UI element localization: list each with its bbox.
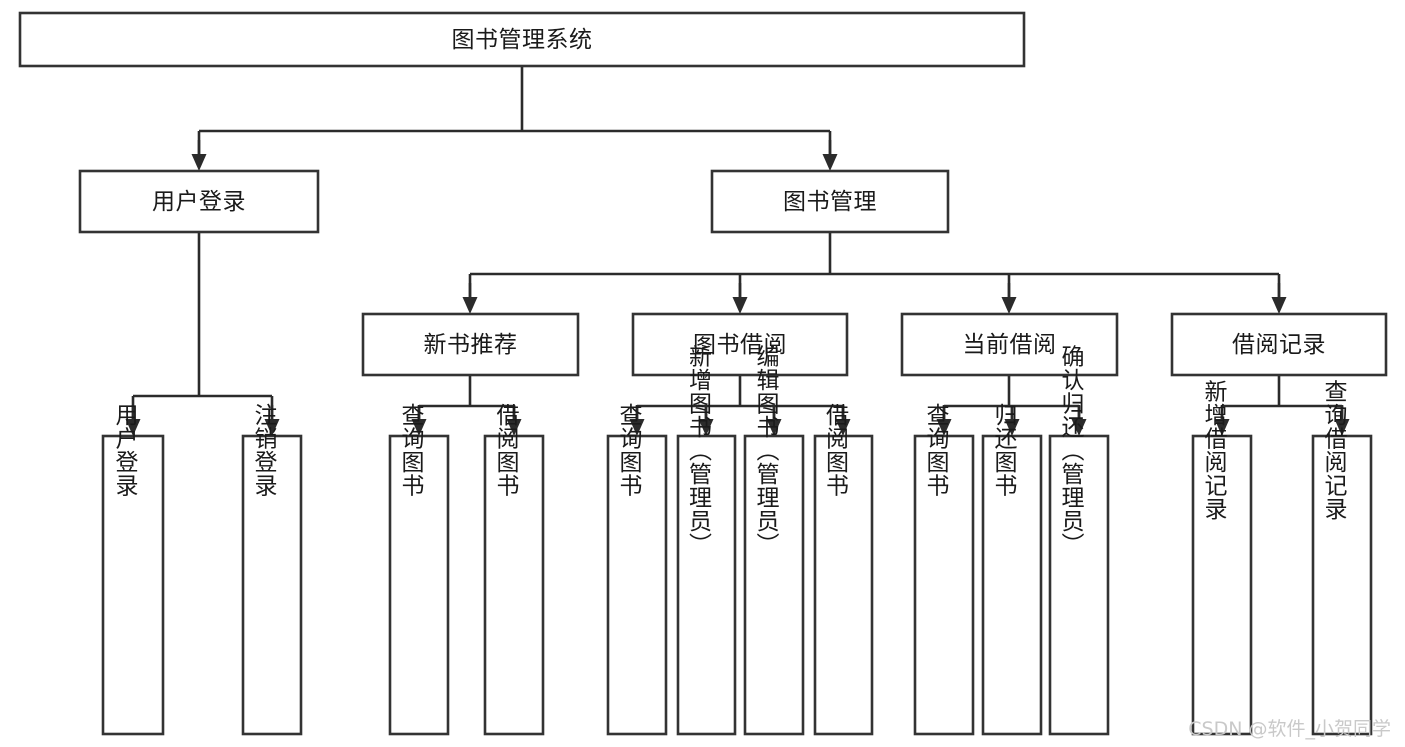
node-current-borrow-label: 当前借阅 (963, 332, 1057, 358)
bus-book-borrow-arrow-0-head (629, 419, 645, 436)
node-leaf-query-book-3-label: 查询图书 (922, 403, 950, 497)
node-system-title-label: 图书管理系统 (452, 27, 593, 53)
node-leaf-query-book-2-label: 查询图书 (615, 403, 643, 497)
node-borrow-record[interactable]: 借阅记录 (1170, 312, 1388, 377)
node-book-borrow-rect[interactable] (631, 312, 849, 377)
node-user-login-rect[interactable] (78, 169, 320, 234)
node-user-login[interactable]: 用户登录 (78, 169, 320, 234)
node-leaf-user-login-label: 用户登录 (111, 403, 139, 497)
node-leaf-add-record-rect[interactable] (1191, 434, 1253, 736)
node-leaf-borrow-book-1[interactable]: 借阅图书 (483, 403, 545, 736)
node-current-borrow[interactable]: 当前借阅 (900, 312, 1119, 377)
nodes-layer: 图书管理系统用户登录图书管理新书推荐图书借阅当前借阅借阅记录用户登录注销登录查询… (18, 11, 1388, 736)
node-leaf-query-book-2[interactable]: 查询图书 (606, 403, 668, 736)
node-leaf-return-book[interactable]: 归还图书 (981, 403, 1043, 736)
node-leaf-return-book-label: 归还图书 (990, 403, 1018, 497)
node-book-management-rect[interactable] (710, 169, 950, 234)
node-leaf-confirm-return[interactable]: 确认归还（管理员） (1048, 344, 1110, 736)
node-leaf-add-book[interactable]: 新增图书（管理员） (676, 344, 737, 736)
bus-book-borrow-arrow-2-head (766, 419, 782, 436)
node-leaf-query-book-2-rect[interactable] (606, 434, 668, 736)
node-system-title[interactable]: 图书管理系统 (18, 11, 1026, 68)
node-new-book-recommend-rect[interactable] (361, 312, 580, 377)
connectors-layer (125, 66, 1350, 436)
bus-new-book-arrow-1-head (506, 419, 522, 436)
node-book-borrow[interactable]: 图书借阅 (631, 312, 849, 377)
bus-user-login-arrow-0-head (125, 419, 141, 436)
node-leaf-user-logout-label: 注销登录 (250, 403, 278, 497)
node-leaf-add-record[interactable]: 新增借阅记录 (1191, 380, 1253, 736)
node-leaf-query-book-1-rect[interactable] (388, 434, 450, 736)
bus-new-book-arrow-0-head (411, 419, 427, 436)
node-leaf-add-book-label: 新增图书（管理员） (685, 344, 713, 556)
node-leaf-query-record-rect[interactable] (1311, 434, 1373, 736)
node-leaf-confirm-return-rect[interactable] (1048, 434, 1110, 736)
node-leaf-query-book-1[interactable]: 查询图书 (388, 403, 450, 736)
node-leaf-return-book-rect[interactable] (981, 434, 1043, 736)
root-arrow-0-head (191, 154, 207, 171)
bus-book-borrow-arrow-1-head (698, 419, 714, 436)
bus-borrow-record-arrow-0-head (1214, 419, 1230, 436)
book-mgmt-arrow-1-head (732, 297, 748, 314)
node-leaf-borrow-book-2-label: 借阅图书 (822, 403, 850, 497)
bus-current-borrow-arrow-1-head (1004, 419, 1020, 436)
node-leaf-query-book-3[interactable]: 查询图书 (913, 403, 975, 736)
node-leaf-add-book-rect[interactable] (676, 434, 737, 736)
node-book-management[interactable]: 图书管理 (710, 169, 950, 234)
node-borrow-record-label: 借阅记录 (1232, 332, 1326, 358)
bus-book-borrow-arrow-3-head (835, 419, 851, 436)
node-current-borrow-rect[interactable] (900, 312, 1119, 377)
node-new-book-recommend-label: 新书推荐 (424, 332, 518, 358)
node-book-borrow-label: 图书借阅 (693, 332, 787, 358)
bus-borrow-record-arrow-1-head (1334, 419, 1350, 436)
node-leaf-query-record[interactable]: 查询借阅记录 (1311, 380, 1373, 736)
node-new-book-recommend[interactable]: 新书推荐 (361, 312, 580, 377)
node-leaf-edit-book-label: 编辑图书（管理员） (752, 344, 780, 556)
node-book-management-label: 图书管理 (783, 189, 877, 215)
node-system-title-rect[interactable] (18, 11, 1026, 68)
node-leaf-edit-book-rect[interactable] (743, 434, 805, 736)
book-mgmt-arrow-0-head (462, 297, 478, 314)
bus-user-login-arrow-1-head (264, 419, 280, 436)
node-leaf-user-login[interactable]: 用户登录 (101, 403, 165, 736)
node-leaf-query-book-1-label: 查询图书 (397, 403, 425, 497)
node-leaf-confirm-return-label: 确认归还（管理员） (1057, 344, 1085, 556)
node-leaf-borrow-book-1-rect[interactable] (483, 434, 545, 736)
node-leaf-query-record-label: 查询借阅记录 (1320, 380, 1348, 521)
bus-current-borrow-arrow-2-head (1071, 419, 1087, 436)
bus-current-borrow-arrow-0-head (936, 419, 952, 436)
node-leaf-query-book-3-rect[interactable] (913, 434, 975, 736)
node-leaf-edit-book[interactable]: 编辑图书（管理员） (743, 344, 805, 736)
node-user-login-label: 用户登录 (152, 189, 246, 215)
node-leaf-user-login-rect[interactable] (101, 434, 165, 736)
book-mgmt-arrow-3-head (1271, 297, 1287, 314)
node-leaf-borrow-book-2-rect[interactable] (813, 434, 874, 736)
node-leaf-borrow-book-1-label: 借阅图书 (492, 403, 520, 497)
node-leaf-user-logout[interactable]: 注销登录 (241, 403, 303, 736)
node-leaf-user-logout-rect[interactable] (241, 434, 303, 736)
root-arrow-1-head (822, 154, 838, 171)
node-leaf-add-record-label: 新增借阅记录 (1200, 380, 1228, 521)
node-borrow-record-rect[interactable] (1170, 312, 1388, 377)
node-leaf-borrow-book-2[interactable]: 借阅图书 (813, 403, 874, 736)
book-mgmt-arrow-2-head (1001, 297, 1017, 314)
